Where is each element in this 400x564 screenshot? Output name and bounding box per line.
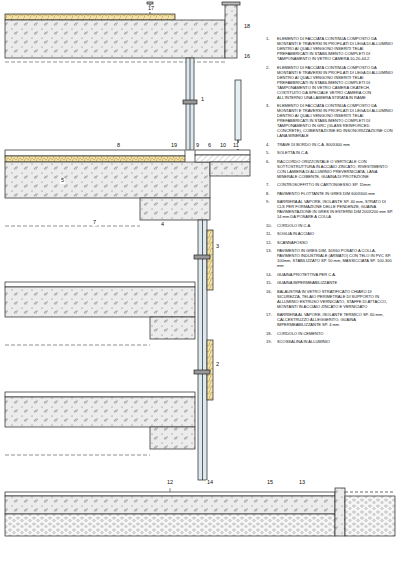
callout-number: 8 xyxy=(116,143,121,149)
legend-number: 1- xyxy=(266,36,270,41)
callout-number: 11 xyxy=(232,143,240,149)
callout-number: 5 xyxy=(60,178,65,184)
legend-number: 17- xyxy=(266,312,272,317)
callout-number: 13 xyxy=(298,480,306,486)
legend-text: RACCORDO ORIZZONTALE O VERTICALE CON SOT… xyxy=(277,159,393,179)
legend-number: 11- xyxy=(266,231,271,236)
legend-text: TRAVE DI BORDO IN C.A. 800X400 mm xyxy=(277,142,393,147)
legend-number: 12- xyxy=(266,240,272,245)
legend-number: 8- xyxy=(266,191,270,196)
legend-text: BALAUSTRA IN VETRO STRATIFICATO CHIARO D… xyxy=(277,289,393,309)
legend-text: SCANNAFOSSO xyxy=(277,240,393,245)
legend-number: 3- xyxy=(266,103,270,108)
legend-number: 18- xyxy=(266,331,272,336)
legend-number: 7- xyxy=(266,182,270,187)
callout-number: 19 xyxy=(170,143,178,149)
legend-text: PAVIMENTO IN GRES DIM. 30X60 POSATO A CO… xyxy=(277,248,393,268)
callout-number: 18 xyxy=(243,24,251,30)
callout-number: 4 xyxy=(160,222,165,228)
callout-number: 12 xyxy=(166,480,174,486)
legend-text: PAVIMENTO FLOTTANTE IN GRES DIM 600X600 … xyxy=(277,191,393,196)
callout-number: 10 xyxy=(219,143,227,149)
callout-number: 7 xyxy=(92,220,97,226)
callout-number: 1 xyxy=(200,97,205,103)
legend-text: CORDOLO IN C.A. xyxy=(277,223,393,228)
legend-number: 5- xyxy=(266,150,270,155)
legend-number: 16- xyxy=(266,289,272,294)
callout-number: 14 xyxy=(206,480,214,486)
legend-text: CORDOLO IN CEMENTO xyxy=(277,331,393,336)
legend-text: SCOSSALINA IN ALLUMINIO xyxy=(277,339,393,344)
callout-number: 9 xyxy=(195,143,200,149)
legend-number: 2- xyxy=(266,65,270,70)
callout-number: 16 xyxy=(243,54,251,60)
legend-number: 4- xyxy=(266,142,270,147)
legend-text: CONTROSOFFITTO IN CARTONGESSO SP. 15mm xyxy=(277,182,393,187)
legend-text: ELEMENTO DI FACCIATA CONTINUA COMPOSTO D… xyxy=(277,65,393,100)
callout-number: 3 xyxy=(215,244,220,250)
legend-number: 15- xyxy=(266,280,272,285)
callout-number: 6 xyxy=(207,143,212,149)
legend-number: 14- xyxy=(266,272,272,277)
legend-text: GUAINA IMPERMEABILIZZANTE xyxy=(277,280,393,285)
callout-number: 15 xyxy=(266,480,274,486)
callout-number: 2 xyxy=(215,362,220,368)
legend-number: 6- xyxy=(266,159,270,164)
legend-text: BARRIERA AL VAPORE, ISOLANTE SP. 40 mm, … xyxy=(277,199,393,219)
legend-number: 13- xyxy=(266,248,272,253)
legend-number: 19- xyxy=(266,339,272,344)
legend-text: SOGLIA IN ACCIAIO xyxy=(277,231,393,236)
legend-text: GUAINA PROTETTIVA PER C.A. xyxy=(277,272,393,277)
legend-text: ELEMENTO DI FACCIATA CONTINUA COMPOSTO D… xyxy=(277,103,393,138)
callout-number: 17 xyxy=(147,6,155,12)
legend-text: ELEMENTO DI FACCIATA CONTINUA COMPOSTO D… xyxy=(277,36,393,61)
legend-number: 10- xyxy=(266,223,272,228)
legend-text: BARRIERA AL VAPORE, ISOLANTE TERMICO SP.… xyxy=(277,312,393,327)
legend-text: SOLETTA IN C.A. xyxy=(277,150,393,155)
legend-number: 9- xyxy=(266,199,270,204)
